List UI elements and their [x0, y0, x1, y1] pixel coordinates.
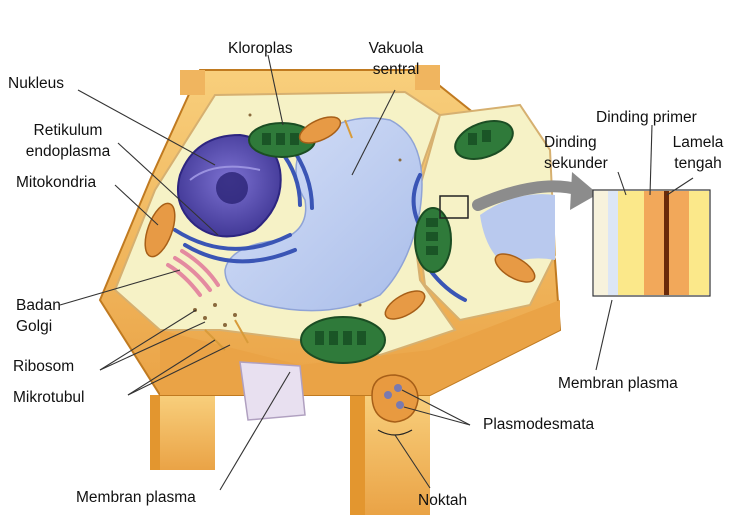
leader-mikrotubul-2 [127, 344, 231, 396]
label-lamela-line2: tengah [674, 155, 722, 172]
zoom-box [439, 195, 469, 219]
label-membran-plasma-bottom: Membran plasma [76, 489, 196, 506]
mitochondria [144, 116, 536, 320]
label-retikulum-line1: Retikulum [33, 122, 103, 139]
pit [371, 374, 419, 423]
leader-golgi [59, 269, 181, 306]
chloroplasts [248, 120, 514, 364]
label-lamela-line1: Lamela [672, 134, 724, 151]
label-mikrotubul: Mikrotubul [13, 389, 85, 406]
ribosomes [193, 113, 402, 327]
leader-membran-bottom [219, 371, 291, 491]
label-membran-plasma-right: Membran plasma [558, 375, 678, 392]
leader-lines [59, 54, 694, 491]
leader-vakuola [351, 89, 396, 176]
leader-plasmodesmata-1 [403, 406, 471, 426]
nucleus [176, 133, 282, 238]
vacuole [224, 117, 423, 312]
leader-kloroplas [267, 54, 284, 126]
label-dinding-primer: Dinding primer [596, 109, 697, 126]
label-retikulum-line2: endoplasma [25, 143, 111, 160]
leader-plasmodesmata-2 [401, 389, 471, 426]
label-mitokondria: Mitokondria [16, 174, 97, 191]
leader-retikulum [117, 142, 219, 236]
leader-membran-right [595, 299, 613, 371]
label-golgi-line2: Golgi [16, 318, 53, 335]
golgi-body [166, 249, 220, 297]
wall-layers-inset [592, 189, 711, 297]
leader-dinding-primer [649, 124, 653, 196]
leader-mitokondria [114, 184, 159, 226]
label-vakuola-line2: sentral [372, 61, 420, 78]
leader-nukleus [77, 89, 216, 166]
leader-mikrotubul-1 [127, 339, 216, 396]
label-dinding-sekunder-line1: Dinding [544, 134, 597, 151]
label-golgi-line1: Badan [16, 297, 61, 314]
leader-lamela [666, 177, 694, 196]
label-vakuola-line1: Vakuola [368, 40, 424, 57]
label-nukleus: Nukleus [8, 75, 64, 92]
leader-ribosom-2 [99, 321, 206, 371]
leader-dinding-sekunder [617, 171, 627, 196]
membrane-cut [239, 361, 306, 421]
label-noktah: Noktah [418, 492, 468, 509]
label-dinding-sekunder-line2: sekunder [544, 155, 608, 172]
leader-noktah [394, 434, 431, 489]
leader-ribosom-1 [99, 309, 197, 371]
label-kloroplas: Kloroplas [228, 40, 293, 57]
label-ribosom: Ribosom [13, 358, 75, 375]
label-plasmodesmata: Plasmodesmata [483, 416, 595, 433]
